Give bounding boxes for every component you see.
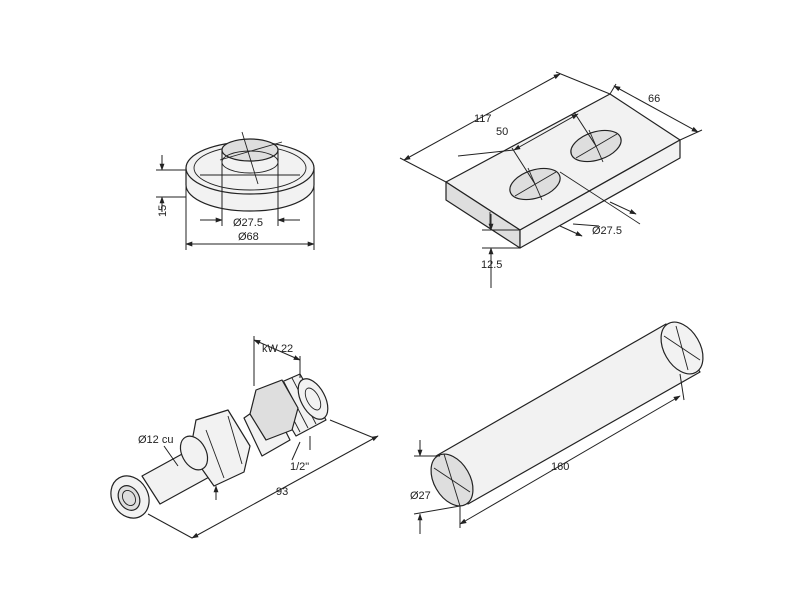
washer-height-label: 15 <box>157 205 169 217</box>
plate-hole-spacing-label: 50 <box>496 126 508 138</box>
plate-drawing: 117 50 66 Ø27.5 12.5 <box>399 71 703 288</box>
fitting-pipe-diameter-dimension: Ø12 cu <box>138 434 179 467</box>
plate-length-label: 117 <box>474 113 492 125</box>
tube-drawing: Ø27 160 <box>410 321 704 534</box>
fitting-wrench-label: kW 22 <box>262 343 293 355</box>
fitting-drawing: kW 22 Ø12 cu 1/2" 93 <box>110 336 379 539</box>
plate-hole-diameter-dimension: Ø27.5 <box>559 201 637 237</box>
tube-length-dimension: 160 <box>459 373 685 528</box>
tube-body <box>430 321 704 507</box>
plate-thickness-dimension: 12.5 <box>481 214 520 288</box>
washer-drawing: 15 Ø27.5 Ø68 <box>156 131 315 250</box>
tube-diameter-label: Ø27 <box>410 490 431 502</box>
fitting-length-dimension: 93 <box>147 435 379 539</box>
plate-thickness-label: 12.5 <box>481 259 502 271</box>
fitting-pipe-diameter-label: Ø12 cu <box>138 434 173 446</box>
tube-length-label: 160 <box>551 461 569 473</box>
tube-diameter-dimension: Ø27 <box>410 440 461 534</box>
plate-length-dimension: 117 <box>399 71 611 183</box>
washer-outer-diameter-dimension: Ø68 <box>185 185 315 250</box>
plate-hole-diameter-label: Ø27.5 <box>592 225 622 237</box>
fitting-wrench-dimension: kW 22 <box>253 336 301 386</box>
washer-height-dimension: 15 <box>156 155 186 217</box>
washer-outer-diameter-label: Ø68 <box>238 231 259 243</box>
fitting-thread-label: 1/2" <box>290 461 309 473</box>
plate-width-label: 66 <box>648 93 660 105</box>
fitting-length-label: 93 <box>276 486 288 498</box>
plate-width-dimension: 66 <box>609 83 703 141</box>
washer-inner-diameter-label: Ø27.5 <box>233 217 263 229</box>
fitting-body <box>110 373 329 519</box>
washer-body <box>185 131 315 212</box>
washer-inner-diameter-dimension: Ø27.5 <box>200 160 300 229</box>
plate-hole-spacing-dimension: 50 <box>457 111 597 185</box>
